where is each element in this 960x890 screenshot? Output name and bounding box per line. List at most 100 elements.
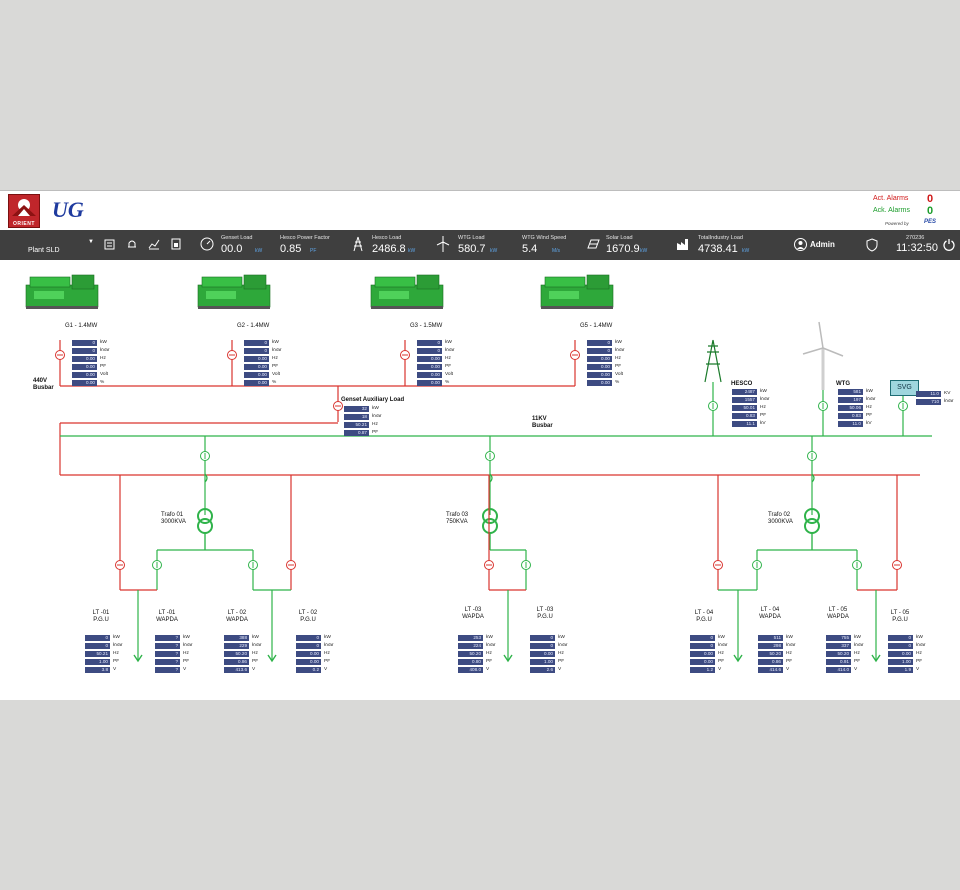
act-alarms-count: 0 [927,193,934,205]
power-icon[interactable] [943,238,955,251]
genset-4-panel-unit: Volt [615,371,624,377]
genset-3-panel-value: 0.00 [417,371,442,378]
genset-4-icon[interactable] [540,274,614,309]
genset-4-panel-value: 0.00 [587,379,612,386]
reports-icon[interactable] [104,238,116,250]
orient-logo: ORIENT [8,194,40,228]
shield-icon[interactable] [866,238,878,252]
feeder-5-panel-unit: Hz [486,650,492,656]
trafo-03-label-line: 750KVA [446,519,468,525]
feeder-9-panel-value: 414.0 [826,666,851,673]
feeder-4-label-line: P.G.U [300,617,316,623]
feeder-3-panel-value: 0.86 [224,658,249,665]
hesco-load-unit: kW [408,248,416,254]
feeder-1-label-line: P.G.U [93,617,109,623]
feeder-pair-2-arrow [267,654,277,663]
wtg-wind-value: 5.4 [522,243,538,255]
trafo-03-label-line: Trafo 03 [446,512,469,518]
genset-load-value: 00.0 [221,243,243,255]
feeder-3-panel-unit: kVar [252,642,262,648]
feeder-9-panel-value: 337 [826,642,851,649]
ack-alarms-label[interactable]: Ack. Alarms [873,207,910,214]
genset-2-icon[interactable] [197,274,271,309]
feeder-5-panel-unit: V [486,666,490,672]
genset-1-icon[interactable] [25,274,99,309]
feeder-9-panel-value: 755 [826,634,851,641]
feeder-6-label-line: LT -03 [536,607,554,613]
view-select[interactable]: Plant SLD ▼ [28,239,98,254]
svg-compensator-box[interactable]: SVG [890,380,919,396]
genset-1-label: G1 - 1.4MW [65,323,97,330]
toolbar: Plant SLD ▼ Genset Load 00.0 kW Hesco Po… [0,230,960,260]
genset-3-icon[interactable] [370,274,444,309]
feeder-1-panel-value: 1.00 [85,658,110,665]
genset-3-icon-part [374,276,416,288]
bell-icon[interactable] [126,238,138,250]
feeder-9-panel-unit: kVar [854,642,864,648]
genset-3-panel-row: 0.00% [417,379,455,386]
wtg-panel-value: 581 [838,388,863,395]
genset-2-panel-value: 0 [244,347,269,354]
genset-2-panel-unit: % [272,379,277,385]
feeder-8-panel-value: 50.20 [758,650,783,657]
genset-3-panel-value: 0 [417,347,442,354]
genset-2-icon-part [198,306,270,309]
feeder-2-panel-row: ?kVar [155,642,193,649]
genset-2-panel-value: 0.00 [244,371,269,378]
genset-3-icon-part [371,306,443,309]
feeder-7-panel-value: 0.00 [690,658,715,665]
wtg-panel-value: 0.83 [838,412,863,419]
trend-icon[interactable] [148,238,160,250]
genset-2-label: G2 - 1.4MW [237,323,269,330]
feeder-10-panel-unit: Hz [916,650,922,656]
feeder-2-panel-value: ? [155,642,180,649]
genset-4-icon-part [549,291,579,299]
genset-1-panel-row: 0.00% [72,379,110,386]
gauge-icon [200,237,214,251]
feeder-2-panel-value: ? [155,658,180,665]
feeder-8-label-line: LT - 04 [760,607,780,613]
report-doc-icon[interactable] [170,238,182,250]
genset-3-panel-value: 0.00 [417,355,442,362]
hesco-load-label: Hesco Load [372,235,402,241]
feeder-10-panel-value: 1.00 [888,658,913,665]
genset-load-unit: kW [255,248,263,254]
feeder-6-panel-value: 0.00 [530,650,555,657]
hesco-panel-unit: PF [760,412,767,418]
feeder-3-panel-value: 229 [224,642,249,649]
feeder-5-label-line: WAPDA [462,614,484,620]
tower-icon [353,236,363,252]
feeder-4-panel-value: 0.00 [296,650,321,657]
feeder-2-label-line: WAPDA [156,617,178,623]
user-name[interactable]: Admin [810,240,835,249]
feeder-1-panel-unit: kVar [113,642,123,648]
feeder-1-panel-value: 3.8 [85,666,110,673]
feeder-8-label-line: WAPDA [759,614,781,620]
act-alarms-label[interactable]: Act. Alarms [873,195,909,202]
wtg-blade [822,347,844,357]
genset-3-panel-unit: PF [445,363,452,369]
genset-1-panel-value: 0 [72,347,97,354]
